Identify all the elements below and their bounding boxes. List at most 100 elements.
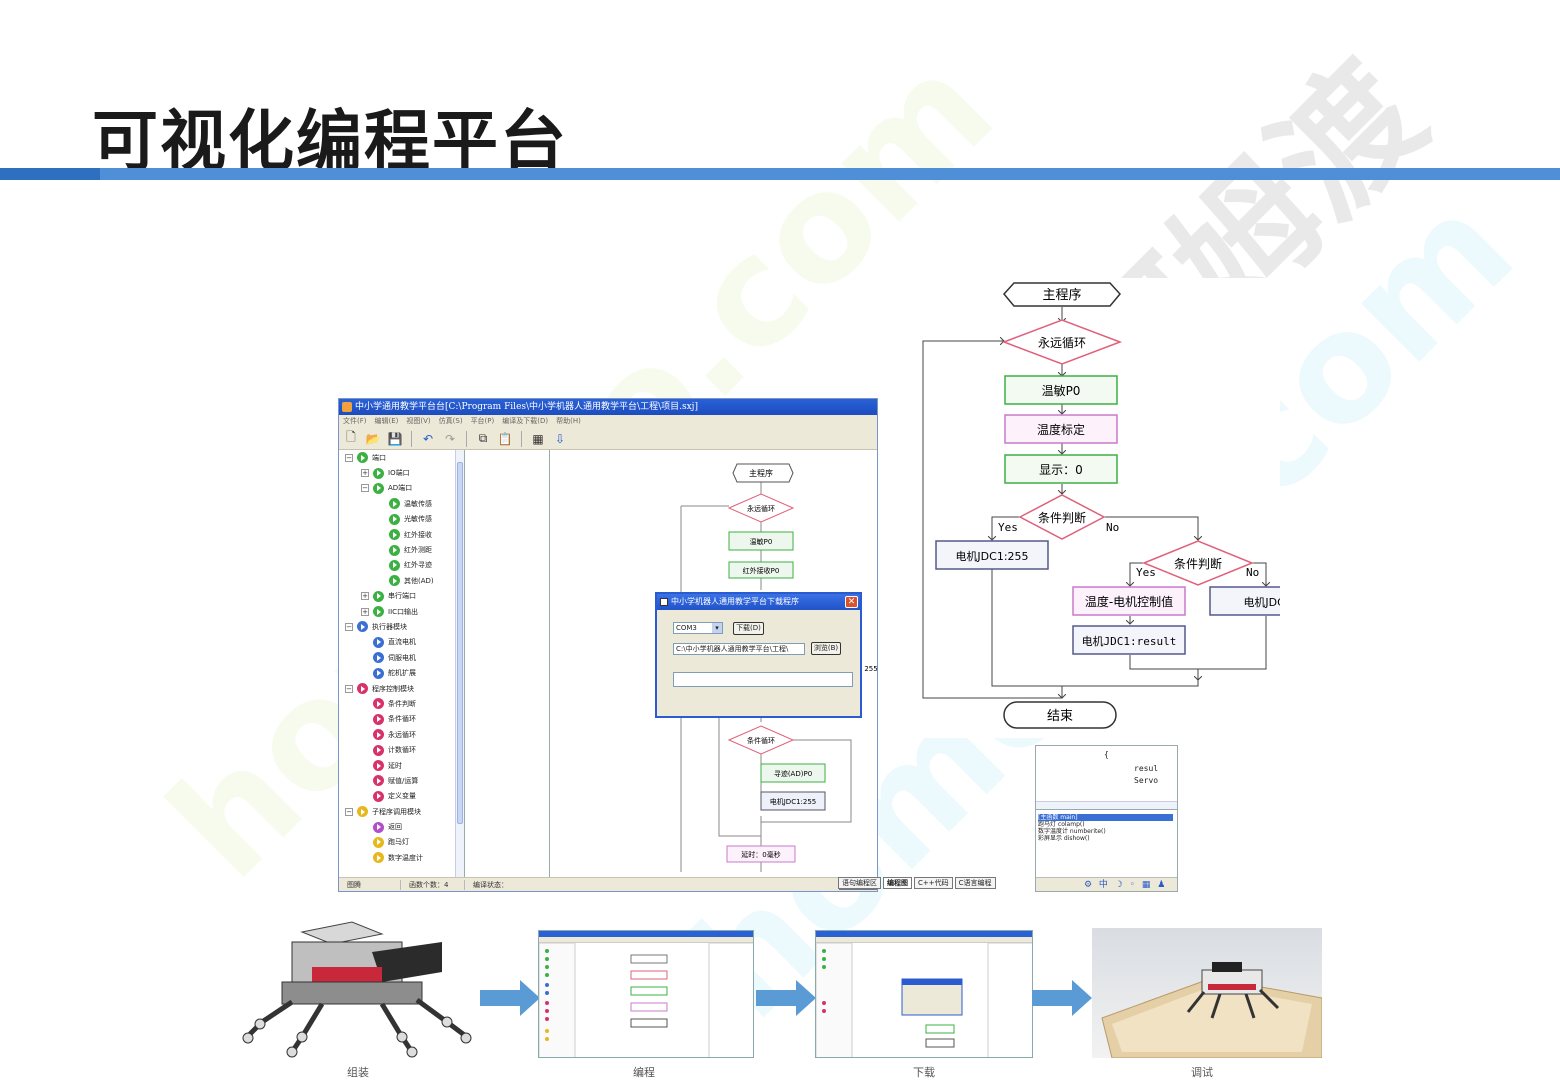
tree-item[interactable]: 直流电机	[339, 635, 464, 650]
tree-expand-toggle[interactable]: −	[345, 684, 353, 693]
tree-item[interactable]: 光敏传感	[339, 512, 464, 527]
menu-platform[interactable]: 平台(P)	[470, 417, 495, 425]
canvas-loop-node[interactable]	[727, 493, 795, 523]
tree-expand-toggle[interactable]: −	[345, 622, 353, 631]
tree-item[interactable]: 温敏传感	[339, 496, 464, 511]
menu-simulate[interactable]: 仿真(S)	[438, 417, 463, 425]
flow-loop-node[interactable]	[1001, 319, 1123, 365]
tab-flowchart[interactable]: 编程图	[883, 877, 912, 889]
code-panel: { resul Servo [主函数 main] 跑马灯 colamp() 数字…	[1035, 745, 1178, 892]
tree-item[interactable]: −子程序调用模块	[339, 804, 464, 819]
flow-step3-node[interactable]	[1004, 454, 1118, 484]
module-play-icon	[373, 667, 384, 679]
close-icon[interactable]: ✕	[845, 596, 858, 608]
system-tray-icons: ⚙ 中 ☽ ◦ ▦ ♟ ✎	[1036, 877, 1177, 891]
function-item[interactable]: 彩屏显示 dishow()	[1038, 835, 1090, 842]
function-item[interactable]: 数字温度计 numberite()	[1038, 828, 1106, 835]
tree-item[interactable]: 定义变量	[339, 789, 464, 804]
tree-item[interactable]: 跑马灯	[339, 835, 464, 850]
tree-scrollbar[interactable]	[455, 450, 464, 877]
tree-item[interactable]: 红外接收	[339, 527, 464, 542]
canvas-step4-node[interactable]	[760, 791, 826, 811]
module-play-icon	[373, 836, 384, 848]
tree-item-label: 红外接收	[404, 530, 432, 539]
tree-item[interactable]: 赋值/运算	[339, 773, 464, 788]
tree-item[interactable]: 数字温度计	[339, 850, 464, 865]
flow-main-node[interactable]	[1003, 282, 1121, 307]
tree-item[interactable]: +IO端口	[339, 465, 464, 480]
tree-item[interactable]: +IIC口输出	[339, 604, 464, 619]
compile-icon[interactable]: ▦	[532, 431, 544, 446]
tree-item[interactable]: 红外寻迹	[339, 558, 464, 573]
com-port-select[interactable]: COM3	[673, 622, 723, 634]
tree-item[interactable]: 计数循环	[339, 742, 464, 757]
paste-icon[interactable]: 📋	[497, 431, 513, 446]
open-folder-icon[interactable]: 📂	[365, 431, 381, 446]
canvas-step3-node[interactable]	[760, 763, 826, 783]
tree-expand-toggle[interactable]: +	[361, 607, 369, 616]
flow-step3-label: 显示：0	[1039, 463, 1083, 477]
flow-temp-ctrl-node[interactable]	[1072, 586, 1186, 616]
flow-step2-node[interactable]	[1004, 414, 1118, 444]
undo-icon[interactable]: ↶	[422, 431, 434, 446]
tree-item[interactable]: 其他(AD)	[339, 573, 464, 588]
browse-button[interactable]: 浏览(B)	[811, 642, 841, 655]
tree-item-label: 舵机扩展	[388, 669, 416, 678]
menu-view[interactable]: 视图(V)	[406, 417, 431, 425]
canvas-condloop-node[interactable]	[727, 725, 795, 755]
flow-end-node[interactable]	[1003, 701, 1117, 729]
tab-cpp-code[interactable]: C++代码	[914, 877, 953, 889]
tree-item[interactable]: −AD端口	[339, 481, 464, 496]
menu-file[interactable]: 文件(F)	[343, 417, 367, 425]
canvas-step2-node[interactable]	[728, 561, 794, 579]
flow-step1-node[interactable]	[1004, 375, 1118, 405]
download-icon[interactable]: ⇩	[554, 431, 566, 446]
save-icon[interactable]: 💾	[387, 431, 403, 446]
tree-expand-toggle[interactable]: +	[361, 592, 369, 601]
tree-item[interactable]: − 端口	[339, 450, 464, 465]
copy-icon[interactable]: ⧉	[478, 431, 488, 445]
tree-item[interactable]: 条件判断	[339, 696, 464, 711]
tree-item[interactable]: 伺服电机	[339, 650, 464, 665]
thumb-titlebar	[816, 931, 1032, 937]
tree-item[interactable]: 永远循环	[339, 727, 464, 742]
tree-item-label: 端口	[372, 453, 386, 462]
tree-expand-toggle[interactable]: −	[345, 807, 353, 816]
tree-item[interactable]: +串行端口	[339, 589, 464, 604]
tree-expand-toggle[interactable]: −	[361, 484, 369, 493]
code-hscrollbar[interactable]	[1036, 801, 1177, 809]
flow-cond1-node[interactable]	[1018, 494, 1106, 540]
slide-title: 可视化编程平台	[92, 103, 568, 180]
menu-edit[interactable]: 编辑(E)	[374, 417, 399, 425]
function-item[interactable]: 跑马灯 colamp()	[1038, 821, 1085, 828]
step-label-assemble: 组装	[347, 1066, 369, 1079]
thumb-programming-content	[539, 942, 753, 1057]
menu-help[interactable]: 帮助(H)	[556, 417, 581, 425]
canvas-step1-node[interactable]	[728, 531, 794, 551]
step-label-debug: 调试	[1191, 1066, 1213, 1079]
tree-item[interactable]: 舵机扩展	[339, 665, 464, 680]
menu-compile-download[interactable]: 编译及下载(D)	[502, 417, 549, 425]
tree-item[interactable]: 返回	[339, 819, 464, 834]
download-button[interactable]: 下载(D)	[733, 622, 764, 635]
tree-expand-toggle[interactable]: +	[361, 469, 369, 478]
new-file-icon[interactable]: 🗋	[346, 430, 356, 444]
flow-motor-result-node[interactable]	[1072, 625, 1186, 655]
canvas-main-node[interactable]	[732, 463, 794, 483]
redo-icon[interactable]: ↷	[444, 431, 456, 446]
module-play-icon	[373, 467, 384, 479]
file-path-input[interactable]: C:\中小学机器人通用教学平台\工程\	[673, 643, 805, 655]
tree-item[interactable]: −程序控制模块	[339, 681, 464, 696]
flow-motor-full-node[interactable]	[935, 540, 1049, 570]
function-item-main[interactable]: [主函数 main]	[1038, 814, 1173, 821]
tree-item[interactable]: 延时	[339, 758, 464, 773]
tree-item[interactable]: 条件循环	[339, 712, 464, 727]
tree-item[interactable]: 红外测距	[339, 542, 464, 557]
canvas-delay-node[interactable]	[726, 845, 796, 863]
tab-statement-area[interactable]: 语句编程区	[838, 877, 881, 889]
flow-cond2-node[interactable]	[1142, 540, 1254, 586]
tree-expand-toggle[interactable]: −	[345, 453, 353, 462]
tab-c-code[interactable]: C语言编程	[954, 877, 996, 889]
module-play-icon	[357, 806, 368, 818]
tree-item[interactable]: −执行器模块	[339, 619, 464, 634]
